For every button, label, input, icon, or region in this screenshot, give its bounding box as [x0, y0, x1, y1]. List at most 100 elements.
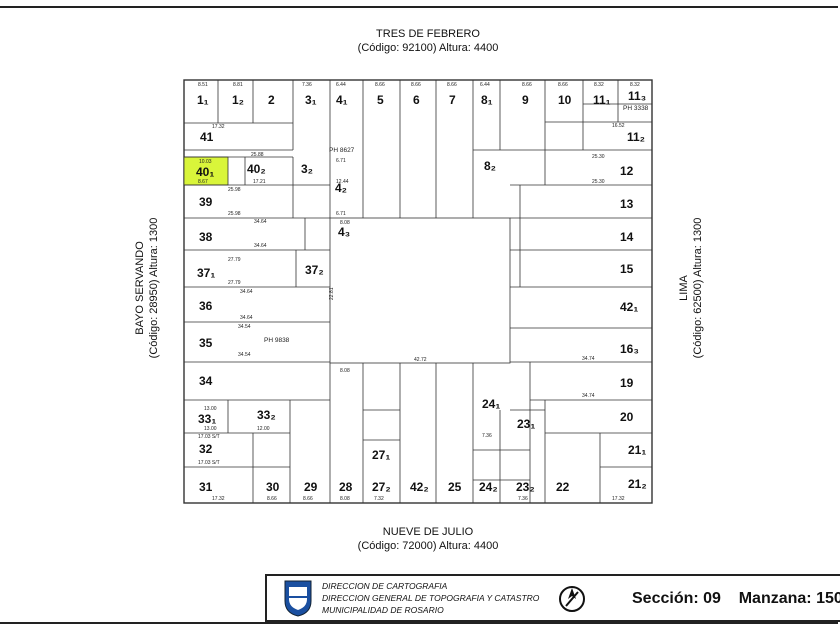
dim-label: 25.98	[228, 211, 241, 217]
dim-label: 17.21	[253, 179, 266, 185]
lot-39: 39	[199, 195, 213, 209]
lot-12: 12	[620, 164, 634, 178]
org-line-2: DIRECCION GENERAL DE TOPOGRAFIA Y CATAST…	[322, 593, 540, 603]
dim-label: 6.44	[336, 82, 346, 88]
dim-label: 34.64	[240, 315, 253, 321]
lot-25: 25	[448, 480, 462, 494]
dim-label: 7.36	[482, 433, 492, 439]
lot-3-1: 3₁	[305, 93, 317, 107]
lot-10: 10	[558, 93, 572, 107]
dim-label: 8.66	[411, 82, 421, 88]
lot-33-1: 33₁	[198, 412, 216, 426]
dim-label: 13.00	[204, 426, 217, 432]
dim-label: 8.08	[340, 368, 350, 374]
lot-37-2: 37₂	[305, 263, 324, 277]
lot-31: 31	[199, 480, 213, 494]
lot-24-1: 24₁	[482, 397, 500, 411]
lot-16-3: 16₃	[620, 342, 639, 356]
dim-label: 22.81	[329, 287, 335, 300]
dim-label: 7.36	[302, 82, 312, 88]
dim-label: 7.32	[374, 496, 384, 502]
org-line-3: MUNICIPALIDAD DE ROSARIO	[322, 605, 444, 615]
organization-block: DIRECCION DE CARTOGRAFIA DIRECCION GENER…	[322, 580, 539, 616]
dim-label: 27.79	[228, 280, 241, 286]
lot-1-1: 1₁	[197, 93, 209, 107]
dim-label: 8.08	[340, 496, 350, 502]
dim-label: 17.03 S/T	[198, 460, 220, 466]
org-line-1: DIRECCION DE CARTOGRAFIA	[322, 581, 448, 591]
lot-3-2: 3₂	[301, 162, 313, 176]
dim-label: 34.54	[238, 324, 251, 330]
lot-8-2: 8₂	[484, 159, 496, 173]
lot-numbers: 1₁ 1₂ 2 3₁ 4₁ 5 6 7 8₁ 9 10 11₁ 11₃ 11₂ …	[196, 89, 647, 494]
lot-11-3: 11₃	[628, 89, 646, 103]
lot-20: 20	[620, 410, 634, 424]
lot-38: 38	[199, 230, 213, 244]
lot-34: 34	[199, 374, 213, 388]
lot-9: 9	[522, 93, 529, 107]
street-bottom-name: NUEVE DE JULIO	[382, 526, 474, 538]
dim-label: 8.67	[198, 179, 208, 185]
dim-label: 8.08	[340, 220, 350, 226]
street-top-code: (Código: 92100) Altura: 4400	[357, 42, 499, 54]
dim-label: 8.66	[267, 496, 277, 502]
dim-label: 8.66	[447, 82, 457, 88]
lot-19: 19	[620, 376, 634, 390]
north-arrow-icon	[559, 586, 585, 612]
lot-40-2: 40₂	[247, 162, 266, 176]
lot-22: 22	[556, 480, 570, 494]
street-top-name: TRES DE FEBRERO	[376, 28, 480, 40]
ph-9838-label: PH 9838	[264, 337, 290, 344]
dim-label: 6.44	[480, 82, 490, 88]
dim-label: 8.32	[594, 82, 604, 88]
dim-label: 8.66	[558, 82, 568, 88]
lot-15: 15	[620, 262, 634, 276]
dim-label: 17.32	[212, 496, 225, 502]
lot-7: 7	[449, 93, 456, 107]
dimensions: 8.51 8.81 7.36 6.44 8.66 8.66 8.66 6.44 …	[198, 82, 640, 502]
lot-8-1: 8₁	[481, 93, 493, 107]
dim-label: 17.03 S/T	[198, 434, 220, 440]
lot-27-1: 27₁	[372, 448, 390, 462]
street-bottom-code: (Código: 72000) Altura: 4400	[357, 540, 499, 552]
dim-label: 13.00	[204, 406, 217, 412]
dim-label: 6.71	[336, 158, 346, 164]
lot-21-2: 21₂	[628, 477, 647, 491]
lot-24-2: 24₂	[479, 480, 498, 494]
dim-label: 17.32	[212, 124, 225, 130]
map-frame	[0, 6, 838, 624]
street-top: TRES DE FEBRERO (Código: 92100) Altura: …	[300, 27, 556, 55]
dim-label: 34.74	[582, 393, 595, 399]
dim-label: 8.66	[303, 496, 313, 502]
lot-27-2: 27₂	[372, 480, 391, 494]
dim-label: 25.30	[592, 154, 605, 160]
lot-30: 30	[266, 480, 280, 494]
lot-23-2: 23₂	[516, 480, 535, 494]
lot-14: 14	[620, 230, 634, 244]
lot-6: 6	[413, 93, 420, 107]
dim-label: 8.51	[198, 82, 208, 88]
lot-23-1: 23₁	[517, 417, 535, 431]
lot-41: 41	[200, 130, 214, 144]
dim-label: 8.66	[375, 82, 385, 88]
dim-label: 34.64	[240, 289, 253, 295]
dim-label: 34.74	[582, 356, 595, 362]
lot-28: 28	[339, 480, 353, 494]
lot-37-1: 37₁	[197, 266, 215, 280]
lot-29: 29	[304, 480, 318, 494]
lot-4-3: 4₃	[338, 225, 350, 239]
dim-label: 42.72	[414, 357, 427, 363]
dim-label: 25.30	[592, 179, 605, 185]
dim-label: 10.03	[199, 159, 212, 165]
lot-33-2: 33₂	[257, 408, 276, 422]
lot-4-1: 4₁	[336, 93, 348, 107]
lot-40-1: 40₁	[196, 165, 214, 179]
dim-label: 34.64	[254, 243, 267, 249]
rosario-seal-icon	[284, 580, 312, 617]
dim-label: 16.52	[612, 123, 625, 129]
dim-label: 12.00	[257, 426, 270, 432]
dim-label: 34.54	[238, 352, 251, 358]
dim-label: 8.32	[630, 82, 640, 88]
ph-3338-label: PH 3338	[623, 105, 649, 112]
